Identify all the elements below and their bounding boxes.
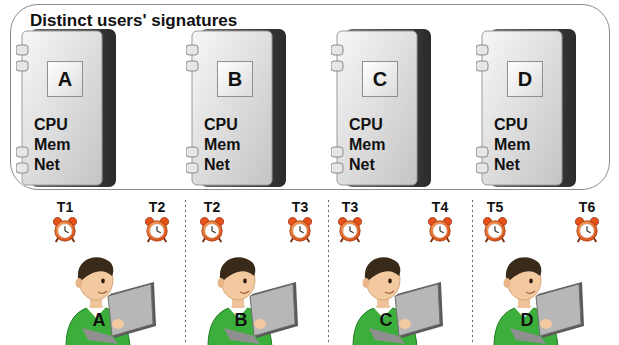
user-letter: A xyxy=(48,62,82,96)
alarm-clocks xyxy=(53,217,598,242)
metric-list: CPU Mem Net xyxy=(349,115,401,175)
signature-binder: CPU Mem Net D xyxy=(476,29,576,187)
user-letter: D xyxy=(508,62,542,96)
time-label: T3 xyxy=(342,199,358,215)
signature-binder: CPU Mem Net A xyxy=(16,29,116,187)
user-letter-box: B xyxy=(217,61,253,97)
panel-title: Distinct users' signatures xyxy=(30,11,237,31)
binder-icon xyxy=(16,29,116,187)
binder-icon xyxy=(186,29,286,187)
metric-list: CPU Mem Net xyxy=(34,115,86,175)
user-letter: C xyxy=(380,310,393,331)
user-letter: B xyxy=(235,310,248,331)
group-panel: Distinct users' signaturesCPU Mem NetACP… xyxy=(10,4,610,190)
user-letter-box: A xyxy=(47,61,83,97)
user-figures xyxy=(66,257,584,345)
metric-list: CPU Mem Net xyxy=(494,115,546,175)
signature-binder: CPU Mem Net C xyxy=(331,29,431,187)
signature-binder: CPU Mem Net B xyxy=(186,29,286,187)
user-letter: C xyxy=(363,62,397,96)
time-label: T3 xyxy=(292,199,308,215)
metric-list: CPU Mem Net xyxy=(204,115,256,175)
time-label: T4 xyxy=(432,199,448,215)
time-label: T2 xyxy=(149,199,165,215)
time-label: T2 xyxy=(204,199,220,215)
user-letter: B xyxy=(218,62,252,96)
binder-icon xyxy=(331,29,431,187)
binder-icon xyxy=(476,29,576,187)
user-letter: D xyxy=(521,310,534,331)
user-letter: A xyxy=(93,310,106,331)
user-letter-box: D xyxy=(507,61,543,97)
user-letter-box: C xyxy=(362,61,398,97)
time-label: T5 xyxy=(487,199,503,215)
time-label: T1 xyxy=(57,199,73,215)
time-label: T6 xyxy=(579,199,595,215)
